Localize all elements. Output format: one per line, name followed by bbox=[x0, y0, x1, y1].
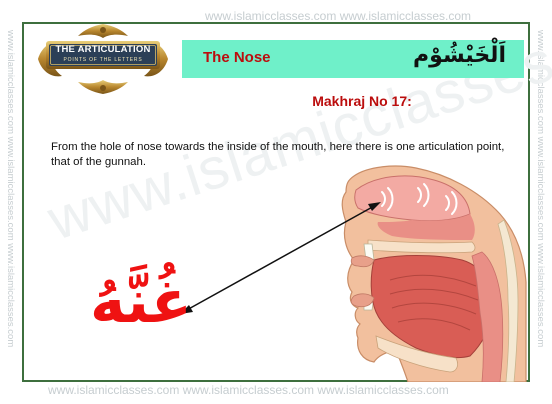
logo-subtitle: POINTS OF THE LETTERS bbox=[63, 57, 143, 63]
title-english: The Nose bbox=[203, 49, 271, 66]
watermark-left: www.islamicclasses.com www.islamicclasse… bbox=[3, 30, 19, 374]
watermark-bottom: www.islamicclasses.com www.islamicclasse… bbox=[48, 383, 449, 397]
example-arabic-word: غُنَّهُ bbox=[90, 267, 192, 337]
title-arabic: اَلْخَيْشُوْم bbox=[413, 43, 506, 68]
watermark-top: www.islamicclasses.com www.islamicclasse… bbox=[205, 9, 472, 23]
description-text: From the hole of nose towards the inside… bbox=[51, 141, 505, 168]
head-cross-section-illustration bbox=[286, 160, 532, 383]
title-bar: The Nose اَلْخَيْشُوْم bbox=[182, 40, 524, 78]
logo-badge: THE ARTICULATION POINTS OF THE LETTERS bbox=[32, 22, 174, 96]
watermark-left-text: www.islamicclasses.com www.islamicclasse… bbox=[5, 30, 16, 348]
logo-title: THE ARTICULATION bbox=[55, 44, 151, 55]
ornamental-badge-icon bbox=[38, 24, 168, 94]
head-cross-section-icon bbox=[341, 165, 527, 383]
makhraj-heading: Makhraj No 17: bbox=[312, 93, 412, 109]
